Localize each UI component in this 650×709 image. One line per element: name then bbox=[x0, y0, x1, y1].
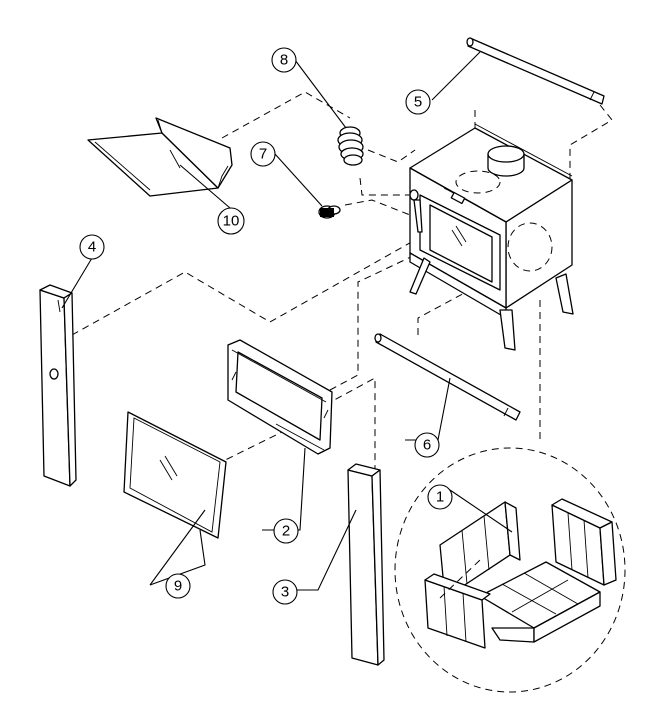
callout-2-label: 2 bbox=[282, 523, 290, 540]
part-10-baffle-tray bbox=[87, 117, 233, 197]
callout-8-label: 8 bbox=[280, 52, 288, 69]
callout-5: 5 bbox=[405, 89, 431, 115]
callout-8: 8 bbox=[271, 47, 297, 73]
part-3-vertical-panel bbox=[347, 463, 385, 666]
callout-9: 9 bbox=[165, 573, 191, 599]
callout-5-label: 5 bbox=[414, 94, 422, 111]
callout-3-label: 3 bbox=[281, 584, 289, 601]
callout-7: 7 bbox=[250, 141, 276, 167]
part-4-side-panel bbox=[39, 284, 77, 487]
callout-3: 3 bbox=[272, 579, 298, 605]
assembly-dashed-lines bbox=[71, 91, 626, 693]
callout-4-label: 4 bbox=[88, 239, 96, 256]
part-1-firebrick-set bbox=[424, 498, 617, 649]
callout-1: 1 bbox=[427, 484, 453, 510]
callout-6-label: 6 bbox=[423, 437, 431, 454]
callout-2: 2 bbox=[273, 518, 299, 544]
callout-7-label: 7 bbox=[259, 146, 267, 163]
part-7-knob bbox=[318, 205, 341, 219]
callout-1-label: 1 bbox=[436, 489, 444, 506]
callout-10-label: 10 bbox=[223, 213, 240, 230]
callout-6: 6 bbox=[414, 432, 440, 458]
callout-9-label: 9 bbox=[174, 578, 182, 595]
part-2-gasket-frame bbox=[227, 339, 333, 455]
part-5-rod bbox=[466, 37, 605, 105]
callout-10: 10 bbox=[217, 207, 245, 235]
part-8-spring-handle bbox=[337, 126, 364, 166]
part-9-glass-panel bbox=[123, 411, 227, 539]
leader-lines bbox=[61, 51, 513, 591]
callout-4: 4 bbox=[79, 234, 105, 260]
part-6-rod bbox=[374, 333, 521, 421]
wood-stove-body bbox=[409, 123, 574, 351]
